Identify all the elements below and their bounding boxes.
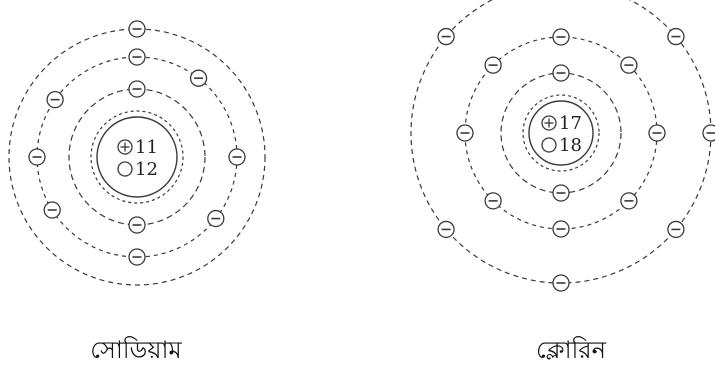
electron-shell-2 <box>208 211 224 227</box>
neutron-icon <box>542 138 556 152</box>
electron-shell-3 <box>129 21 145 37</box>
sodium-caption: সোডিয়াম <box>90 332 182 372</box>
proton-count: 17 <box>559 113 582 134</box>
electron-shell-2 <box>44 202 60 218</box>
electron-shell-3 <box>668 29 684 45</box>
electron-shell-3 <box>703 125 715 141</box>
electron-shell-2 <box>457 125 473 141</box>
neutron-icon <box>118 162 132 176</box>
electron-shell-2 <box>621 57 637 73</box>
chlorine-caption: ক্লোরিন <box>536 332 606 372</box>
electron-shell-1 <box>553 65 569 81</box>
electron-shell-2 <box>621 193 637 209</box>
neutron-count: 18 <box>559 135 582 156</box>
electron-shell-3 <box>438 29 454 45</box>
electron-shell-3 <box>438 221 454 237</box>
electron-shell-2 <box>553 29 569 45</box>
electron-shell-2 <box>47 92 63 108</box>
electron-shell-2 <box>129 49 145 65</box>
electron-shell-1 <box>129 81 145 97</box>
electron-shell-2 <box>229 149 245 165</box>
electron-shell-2 <box>553 221 569 237</box>
electron-shell-2 <box>485 57 501 73</box>
proton-count: 11 <box>135 137 158 158</box>
electron-shell-3 <box>553 275 569 291</box>
electron-shell-2 <box>649 125 665 141</box>
neutron-count: 12 <box>135 159 158 180</box>
electron-shell-2 <box>29 149 45 165</box>
electron-shell-3 <box>668 221 684 237</box>
electron-shell-1 <box>553 185 569 201</box>
electron-shell-1 <box>129 217 145 233</box>
electron-shell-2 <box>129 249 145 265</box>
electron-shell-2 <box>485 193 501 209</box>
electron-shell-2 <box>191 70 207 86</box>
